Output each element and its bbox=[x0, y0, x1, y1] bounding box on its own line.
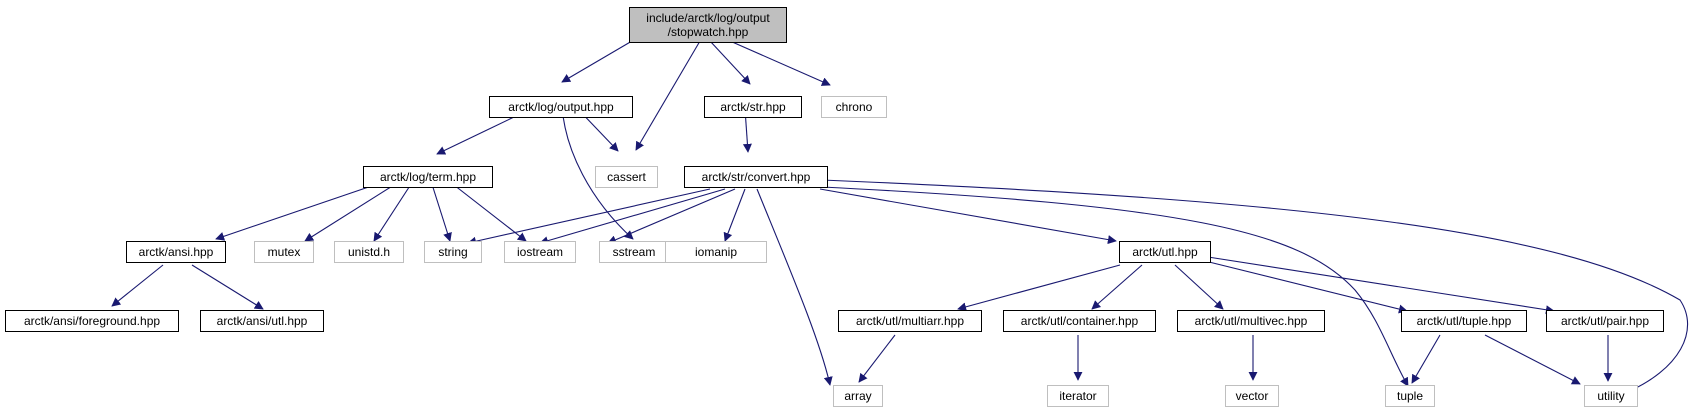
edge-convert-to-utility bbox=[821, 179, 1689, 395]
edge-tuple-hpp-to-tuple bbox=[1411, 334, 1441, 384]
root-line2: /stopwatch.hpp bbox=[667, 25, 749, 39]
node-str-hpp[interactable]: arctk/str.hpp bbox=[704, 96, 802, 118]
edge-stopwatch-to-str bbox=[709, 40, 751, 85]
root-line1: include/arctk/log/output bbox=[646, 11, 770, 25]
node-sstream: sstream bbox=[599, 241, 669, 263]
edge-ansi-to-ansi-utl bbox=[191, 264, 264, 310]
edge-term-to-string bbox=[429, 177, 452, 242]
node-str-convert-hpp[interactable]: arctk/str/convert.hpp bbox=[684, 166, 828, 188]
edge-term-to-unistd bbox=[373, 177, 416, 242]
edge-term-to-ansi bbox=[215, 177, 396, 241]
node-ansi-utl-hpp[interactable]: arctk/ansi/utl.hpp bbox=[200, 310, 324, 332]
node-utl-multiarr-hpp[interactable]: arctk/utl/multiarr.hpp bbox=[838, 310, 982, 332]
node-utl-tuple-hpp[interactable]: arctk/utl/tuple.hpp bbox=[1401, 310, 1527, 332]
edge-utl-to-multivec bbox=[1174, 264, 1224, 310]
node-utility: utility bbox=[1584, 385, 1638, 407]
edge-tuple-hpp-to-utility bbox=[1484, 334, 1581, 385]
edge-utl-to-pair bbox=[1207, 256, 1555, 315]
node-chrono: chrono bbox=[821, 96, 887, 118]
edge-utl-to-container bbox=[1091, 264, 1143, 310]
node-utl-container-hpp[interactable]: arctk/utl/container.hpp bbox=[1003, 310, 1156, 332]
node-log-output-hpp[interactable]: arctk/log/output.hpp bbox=[489, 96, 633, 118]
node-log-term-hpp[interactable]: arctk/log/term.hpp bbox=[363, 166, 493, 188]
edge-term-to-iostream bbox=[444, 177, 527, 242]
node-iterator: iterator bbox=[1047, 385, 1109, 407]
edge-output-to-sstream bbox=[561, 105, 634, 240]
node-ansi-hpp[interactable]: arctk/ansi.hpp bbox=[126, 241, 226, 263]
node-array: array bbox=[833, 385, 883, 407]
node-iomanip: iomanip bbox=[665, 241, 767, 263]
node-iostream: iostream bbox=[504, 241, 576, 263]
edge-ansi-to-foreground bbox=[111, 264, 164, 307]
edge-utl-to-tuple-hpp bbox=[1204, 260, 1408, 314]
edge-convert-to-iostream bbox=[539, 188, 726, 246]
edge-convert-to-array bbox=[756, 188, 833, 386]
node-mutex: mutex bbox=[254, 241, 314, 263]
edge-stopwatch-to-output bbox=[561, 40, 633, 83]
node-string: string bbox=[424, 241, 482, 263]
edge-convert-to-string bbox=[467, 188, 711, 246]
node-unistd-h: unistd.h bbox=[334, 241, 404, 263]
edge-stopwatch-to-cassert bbox=[635, 40, 701, 151]
edge-term-to-mutex bbox=[304, 177, 406, 242]
node-cassert: cassert bbox=[595, 166, 658, 188]
node-utl-hpp[interactable]: arctk/utl.hpp bbox=[1119, 241, 1211, 263]
node-ansi-foreground-hpp[interactable]: arctk/ansi/foreground.hpp bbox=[5, 310, 179, 332]
node-utl-multivec-hpp[interactable]: arctk/utl/multivec.hpp bbox=[1177, 310, 1325, 332]
edge-utl-to-multiarr bbox=[957, 264, 1121, 312]
node-vector: vector bbox=[1225, 385, 1279, 407]
node-utl-pair-hpp[interactable]: arctk/utl/pair.hpp bbox=[1546, 310, 1664, 332]
edge-stopwatch-to-chrono bbox=[729, 40, 831, 86]
edge-convert-to-tuple bbox=[821, 186, 1409, 387]
edge-convert-to-sstream bbox=[607, 188, 736, 244]
node-stopwatch-hpp[interactable]: include/arctk/log/output /stopwatch.hpp bbox=[629, 7, 787, 43]
edge-convert-to-utl bbox=[819, 188, 1117, 245]
edge-convert-to-iomanip bbox=[723, 188, 746, 242]
node-tuple: tuple bbox=[1385, 385, 1435, 407]
edge-multiarr-to-array bbox=[858, 334, 896, 383]
